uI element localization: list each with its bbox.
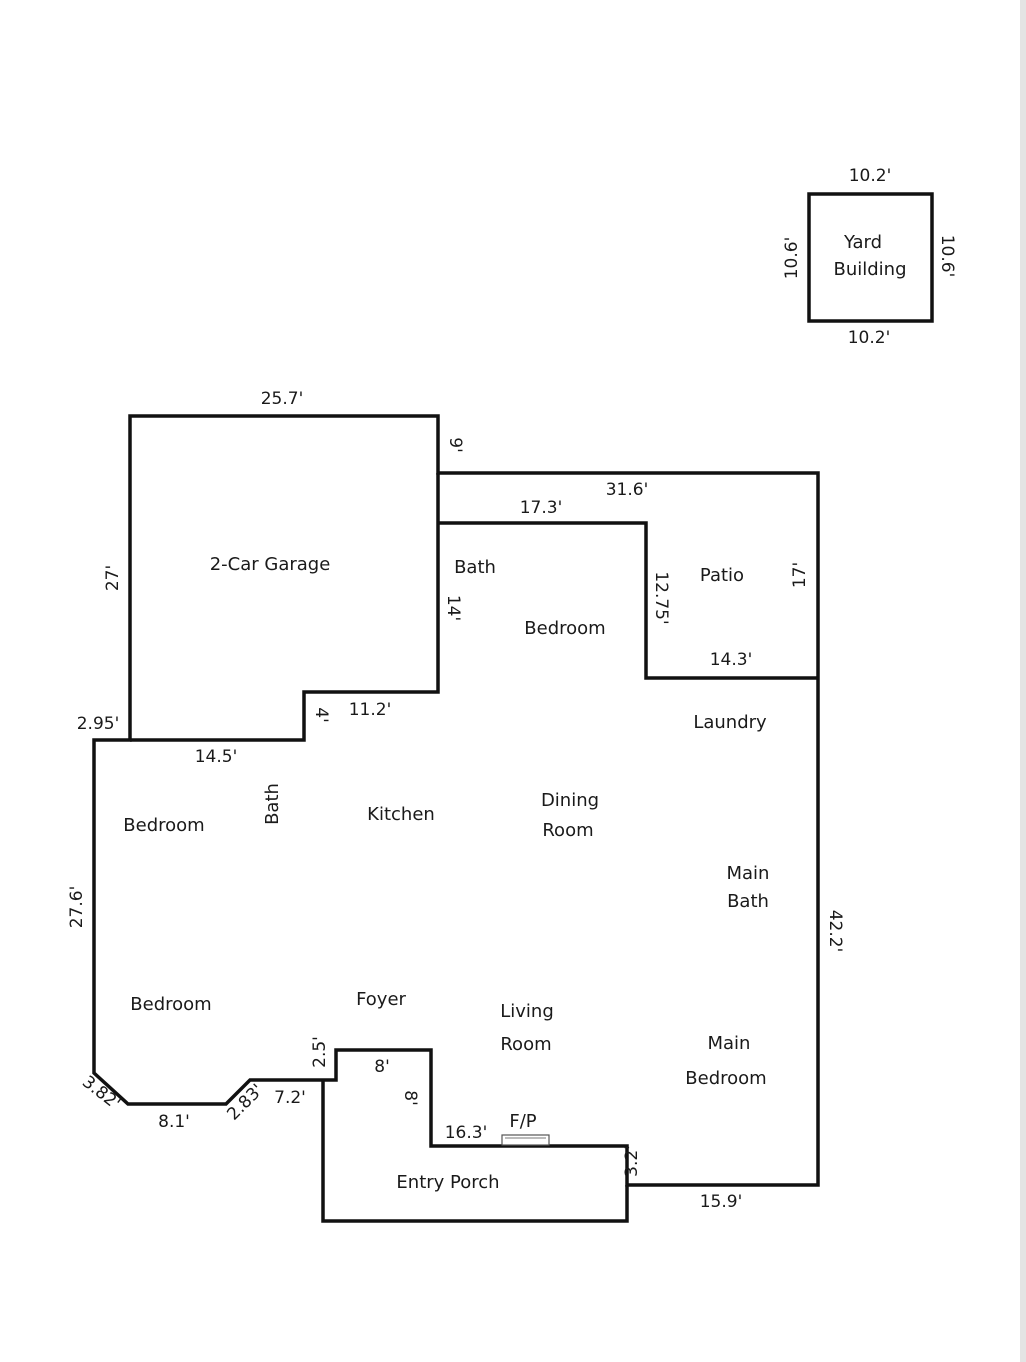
patio-label: Patio	[700, 565, 744, 586]
dim-yard-right: 10.6'	[937, 235, 957, 278]
bedroom-upper-label: Bedroom	[524, 618, 605, 639]
dim-bottom-left: 8.1'	[158, 1112, 190, 1132]
main-bedroom-label-line1: Main	[708, 1033, 751, 1054]
dim-patio-left: 12.75'	[651, 571, 671, 624]
dim-left-jog: 2.95'	[77, 714, 120, 734]
living-room-label-line1: Living	[500, 1001, 554, 1022]
yard-building-label-line2: Building	[833, 259, 906, 280]
dim-left-wall: 27.6'	[67, 886, 87, 929]
bedroom-left-1-label: Bedroom	[123, 815, 204, 836]
dining-room-label-line1: Dining	[541, 790, 599, 811]
bedroom-left-2-label: Bedroom	[130, 994, 211, 1015]
bath-upper-label: Bath	[454, 557, 496, 578]
dim-bottom-right: 15.9'	[700, 1192, 743, 1212]
kitchen-label: Kitchen	[367, 804, 435, 825]
dim-patio-right: 17'	[790, 562, 810, 588]
main-bath-label-line1: Main	[727, 863, 770, 884]
dim-bottom-mid: 7.2'	[274, 1088, 306, 1108]
garage-interior-wall	[130, 473, 440, 742]
fireplace-icon	[501, 1134, 550, 1146]
dining-room-label-line2: Room	[542, 820, 593, 841]
entry-porch-outline	[321, 1080, 629, 1223]
house-outline	[92, 414, 820, 1187]
bath-left-label: Bath	[262, 783, 283, 825]
fireplace-label: F/P	[509, 1111, 536, 1132]
dim-porch-top: 8'	[374, 1057, 390, 1077]
dim-bedroom-top: 17.3'	[520, 498, 563, 518]
main-bath-label-line2: Bath	[727, 891, 769, 912]
dim-garage-bottom-right: 11.2'	[349, 700, 392, 720]
dim-garage-top: 25.7'	[261, 389, 304, 409]
dim-porch-inner: 8'	[400, 1090, 420, 1106]
laundry-label: Laundry	[693, 712, 767, 733]
dim-patio-bottom: 14.3'	[710, 650, 753, 670]
living-room-label-line2: Room	[500, 1034, 551, 1055]
dim-bath-wall: 14'	[443, 595, 463, 621]
dim-top-right: 31.6'	[606, 480, 649, 500]
dim-garage-left: 27'	[103, 565, 123, 591]
dim-porch-jog: 2.5'	[310, 1036, 330, 1068]
page-edge	[1020, 0, 1026, 1362]
foyer-label: Foyer	[356, 989, 406, 1010]
entry-porch-label: Entry Porch	[396, 1172, 499, 1193]
dim-corner-chamfer-right: 2.83'	[223, 1080, 267, 1124]
yard-building-outline	[807, 192, 934, 323]
dim-porch-right-top: 16.3'	[445, 1123, 488, 1143]
dim-porch-right-jog: 3.2'	[622, 1145, 642, 1177]
dim-right-wall: 42.2'	[825, 910, 845, 953]
main-bedroom-label-line2: Bedroom	[685, 1068, 766, 1089]
bedroom-top-wall	[438, 521, 818, 680]
yard-building-label-line1: Yard	[843, 232, 882, 253]
garage-label: 2-Car Garage	[210, 554, 331, 575]
dim-yard-top: 10.2'	[849, 166, 892, 186]
dim-yard-bottom: 10.2'	[848, 328, 891, 348]
dim-garage-right-step: 9'	[445, 437, 465, 453]
dim-yard-left: 10.6'	[782, 237, 802, 280]
dim-garage-bottom-left: 14.5'	[195, 747, 238, 767]
dim-garage-notch: 4'	[311, 707, 331, 723]
